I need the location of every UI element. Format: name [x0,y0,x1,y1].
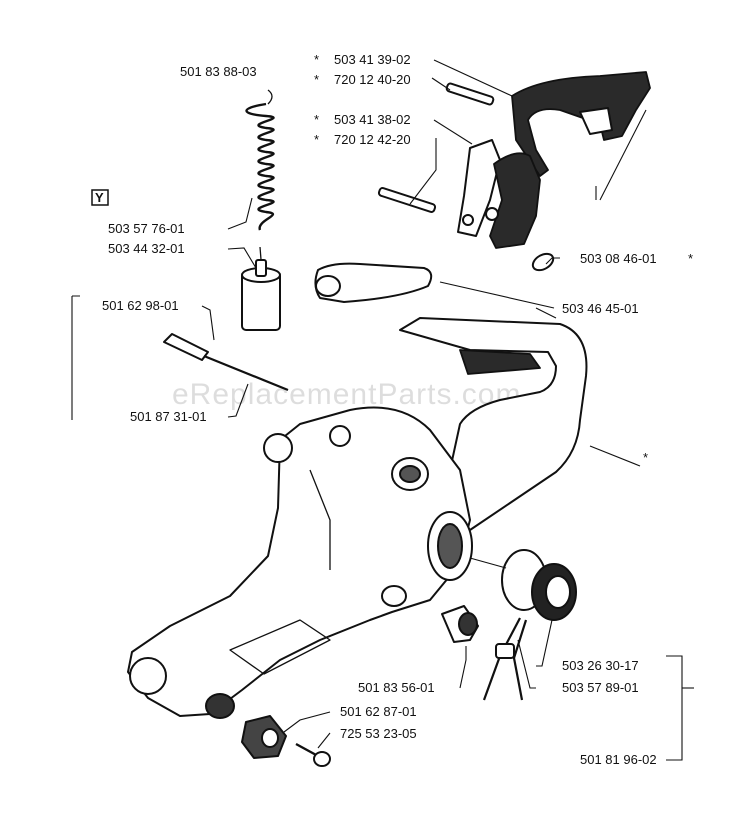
variant-marker: Y [91,189,109,206]
fuel-cap-part [501,549,577,621]
asterisk-marker: * [314,132,319,147]
part-number-label: 501 62 87-01 [340,704,417,719]
leader-lines [71,59,694,761]
part-number-label: 501 83 56-01 [358,680,435,695]
part-number-label: 503 08 46-01 [580,251,657,266]
asterisk-marker: * [314,72,319,87]
part-labels: 501 83 88-03 * 503 41 39-02 * 720 12 40-… [102,52,693,767]
pad-part [314,262,433,303]
bushing-part [441,605,479,643]
fuel-filter-part [241,246,281,331]
screw-part [295,742,331,767]
pin-lower-part [377,187,437,213]
asterisk-marker: * [688,251,693,266]
part-number-label: 501 87 31-01 [130,409,207,424]
part-number-label: 503 41 38-02 [334,112,411,127]
asterisk-marker: * [314,52,319,67]
asterisk-marker: * [314,112,319,127]
housing-part [127,317,588,719]
throttle-lever-part [457,139,541,249]
nut-part [241,715,287,759]
cap-strap-part [482,617,528,701]
part-number-label: 725 53 23-05 [340,726,417,741]
part-number-label: 503 26 30-17 [562,658,639,673]
part-number-label: 503 57 89-01 [562,680,639,695]
svg-text:Y: Y [95,190,104,205]
part-number-label: 503 57 76-01 [108,221,185,236]
clip-part [531,252,555,272]
part-number-label: 501 83 88-03 [180,64,257,79]
watermark: eReplacementParts.com [172,378,521,411]
part-number-label: 503 44 32-01 [108,241,185,256]
pin-upper-part [445,82,495,106]
fuel-pickup-part [163,333,289,392]
part-number-label: 503 46 45-01 [562,301,639,316]
asterisk-marker: * [643,450,648,465]
part-number-label: 501 81 96-02 [580,752,657,767]
part-number-label: 503 41 39-02 [334,52,411,67]
spring-part [245,89,275,231]
part-number-label: 720 12 40-20 [334,72,411,87]
handle-upper-part [511,71,651,177]
part-number-label: 501 62 98-01 [102,298,179,313]
part-number-label: 720 12 42-20 [334,132,411,147]
